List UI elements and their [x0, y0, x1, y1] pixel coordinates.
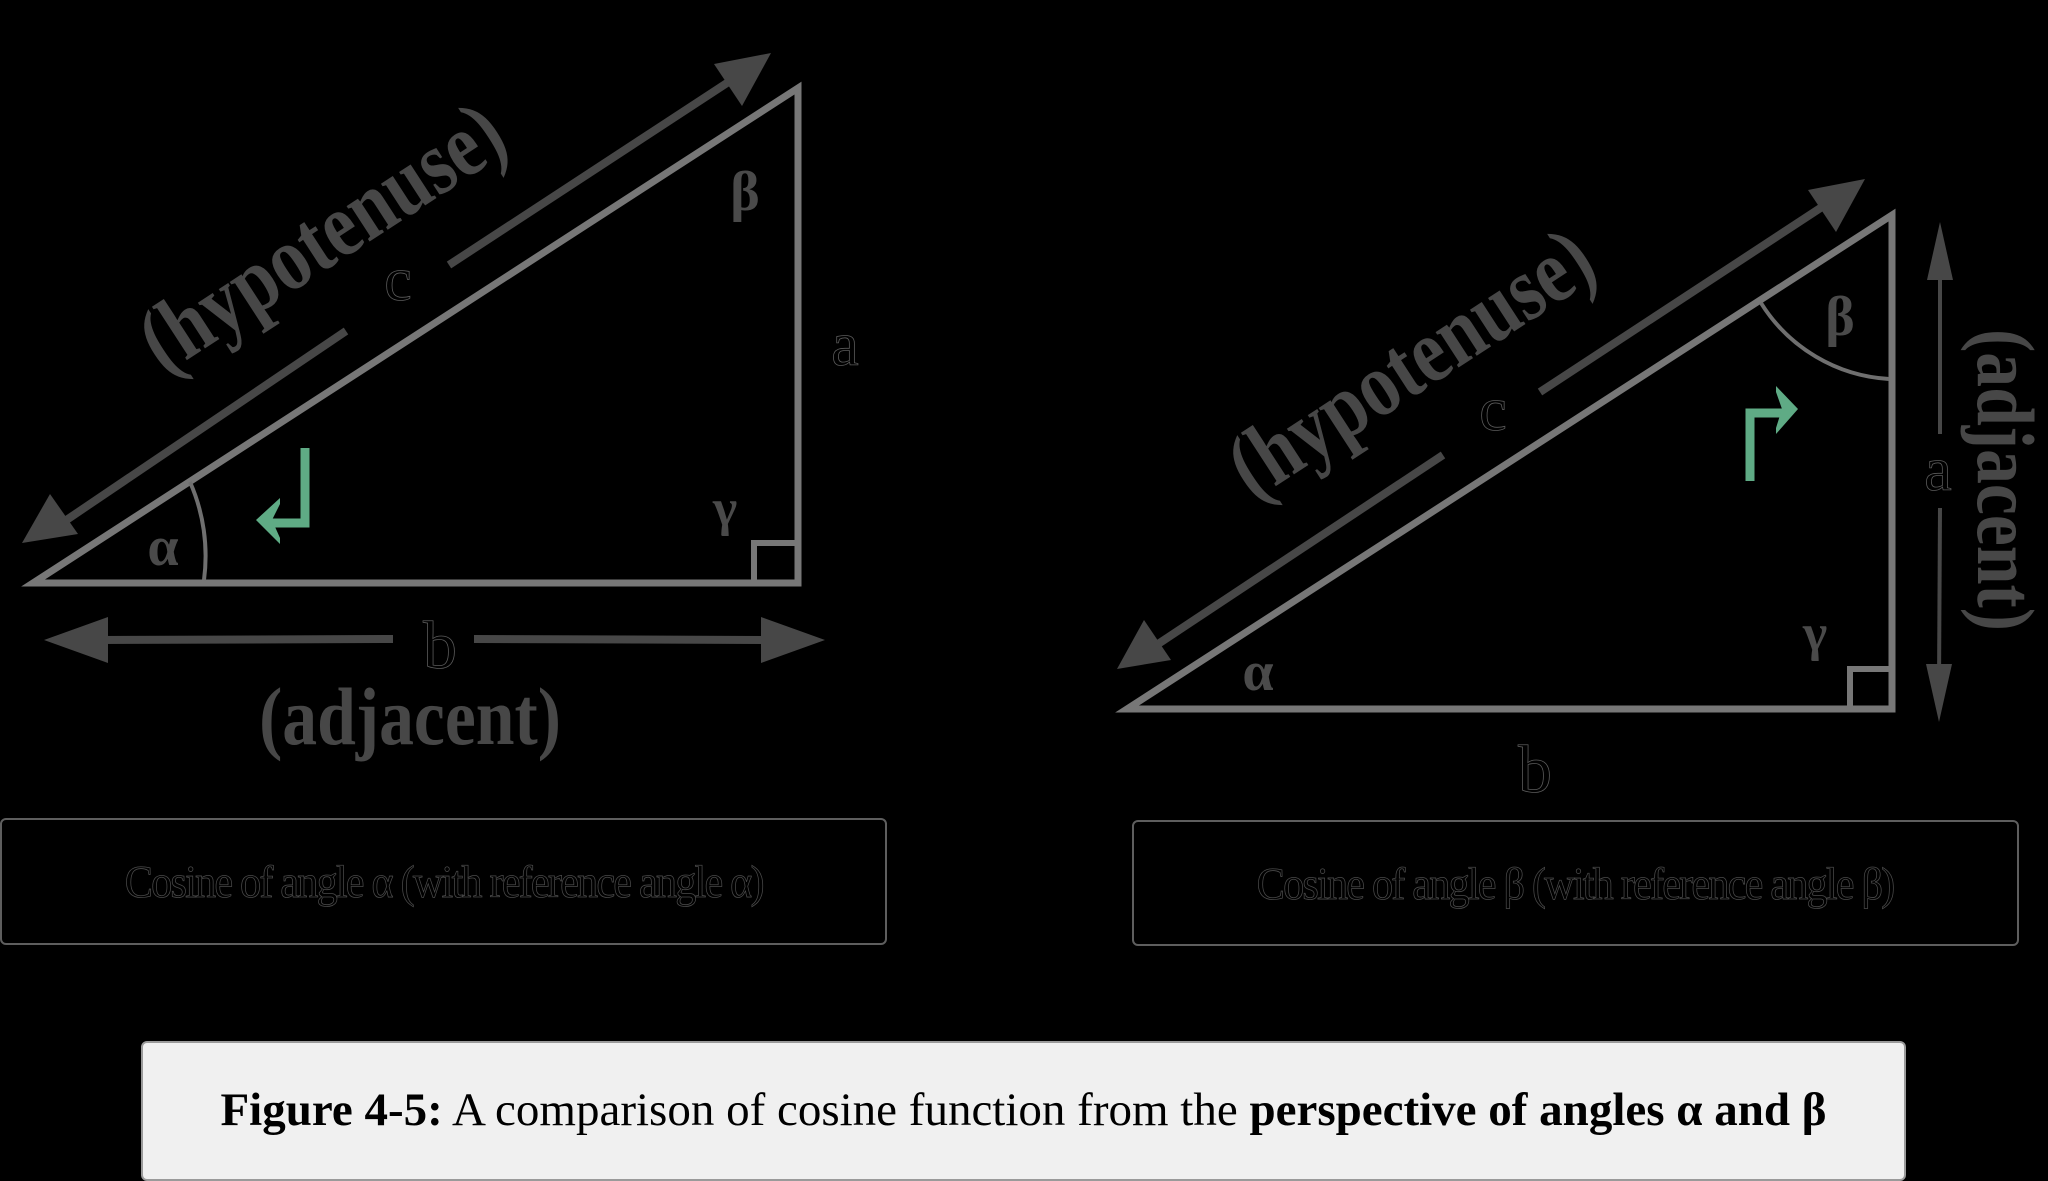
left-reference-arrow-icon — [256, 448, 310, 544]
left-base-arrow — [44, 617, 825, 663]
left-gamma-label: γ — [712, 480, 737, 537]
right-right-angle-marker — [1847, 666, 1895, 712]
right-beta-arc — [1759, 301, 1890, 381]
right-adjacent-label: (adjacent) — [1960, 329, 2048, 631]
right-hypotenuse-arrow — [1117, 179, 1865, 669]
right-side-c-label: c — [1479, 376, 1507, 444]
right-side-b-label: b — [1518, 731, 1552, 807]
left-alpha-label: α — [147, 516, 178, 578]
left-hypotenuse-arrow — [22, 53, 771, 543]
right-reference-arrow-icon — [1745, 386, 1798, 481]
left-side-c-label: c — [384, 246, 412, 314]
right-beta-label: β — [1825, 286, 1855, 348]
figure-number: Figure 4-5: — [220, 1084, 443, 1136]
right-gamma-label: γ — [1802, 605, 1827, 662]
figure-caption: Figure 4-5: A comparison of cosine funct… — [141, 1041, 1906, 1181]
figure-caption-text: Figure 4-5: A comparison of cosine funct… — [220, 1083, 1826, 1137]
figure-caption-plain: A comparison of cosine function from the — [442, 1084, 1250, 1136]
left-subtitle-box: Cosine of angle α (with reference angle … — [0, 818, 887, 945]
left-right-angle-marker — [751, 540, 801, 586]
right-triangle-group: (hypotenuse) c a b (adjacent) α β γ — [1115, 179, 2048, 807]
left-alpha-arc — [188, 481, 208, 581]
left-side-a-label: a — [831, 311, 859, 379]
right-triangle — [1115, 208, 1896, 713]
left-triangle — [21, 81, 802, 587]
right-subtitle-text: Cosine of angle β (with reference angle … — [1257, 857, 1896, 909]
right-vertical-arrow — [1926, 222, 1953, 722]
right-subtitle-box: Cosine of angle β (with reference angle … — [1132, 820, 2019, 946]
left-side-b-label: b — [423, 607, 457, 683]
left-triangle-group: (hypotenuse) c a b (adjacent) α β γ — [21, 53, 859, 763]
right-side-a-label: a — [1924, 436, 1952, 504]
figure-caption-bold: perspective of angles α and β — [1249, 1084, 1827, 1136]
left-subtitle-text: Cosine of angle α (with reference angle … — [124, 856, 765, 908]
left-adjacent-label: (adjacent) — [259, 672, 561, 763]
right-alpha-label: α — [1242, 641, 1273, 703]
left-beta-label: β — [730, 161, 760, 223]
